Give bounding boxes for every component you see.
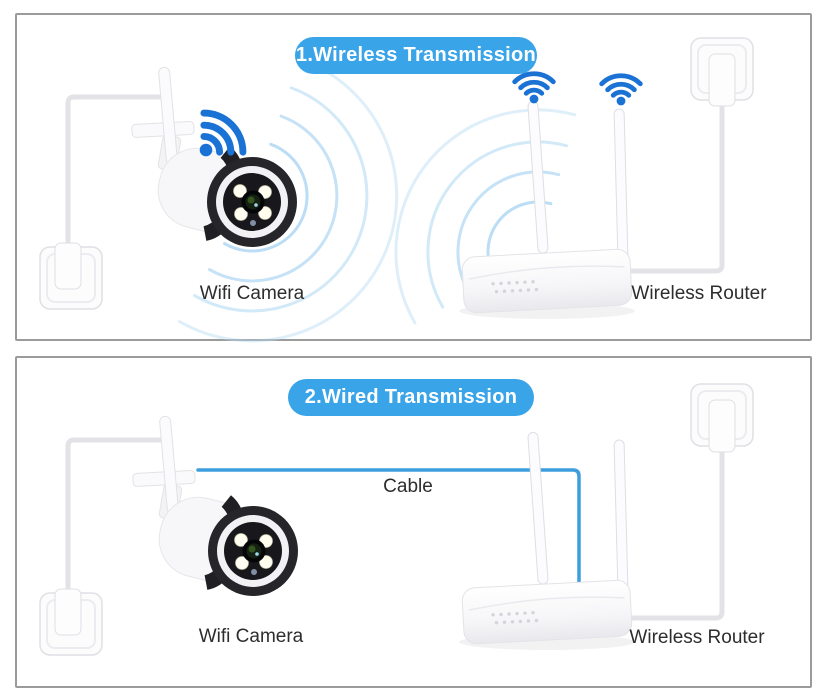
camera-label: Wifi Camera xyxy=(198,626,304,647)
router-label: Wireless Router xyxy=(631,283,767,304)
panel-title-wireless: 1.Wireless Transmission xyxy=(295,37,537,74)
cable-label: Cable xyxy=(383,476,433,497)
panel-title-wired: 2.Wired Transmission xyxy=(288,379,534,416)
camera-label: Wifi Camera xyxy=(199,283,305,304)
panel-title-text: 2.Wired Transmission xyxy=(304,386,518,408)
router-label: Wireless Router xyxy=(629,627,765,648)
panel-title-text: 1.Wireless Transmission xyxy=(295,44,537,66)
